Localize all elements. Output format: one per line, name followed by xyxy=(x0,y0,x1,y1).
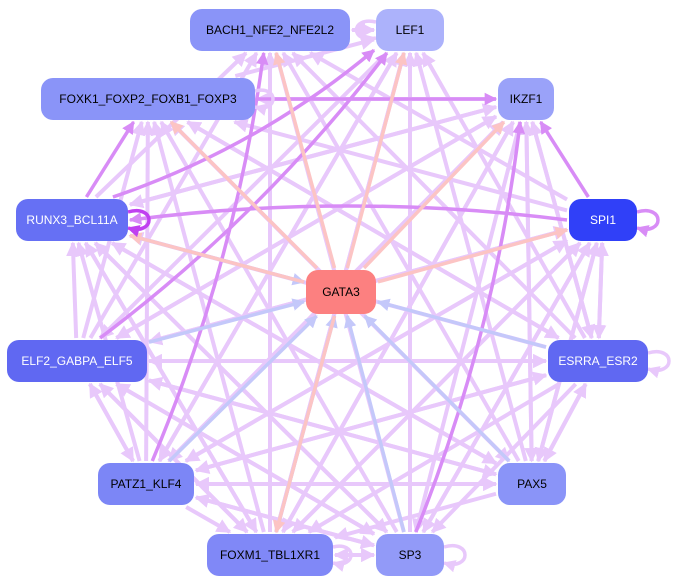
edge-elf2-gabpa-elf5-to-gata3 xyxy=(148,298,306,344)
edge-gata3-to-bach1-nfe2-nfe2l2 xyxy=(273,51,337,269)
edge-elf2-gabpa-elf5-to-patz1-klf4 xyxy=(88,383,135,463)
node-label: FOXM1_TBL1XR1 xyxy=(220,548,320,562)
node-label: PATZ1_KLF4 xyxy=(111,477,182,491)
self-loop-spi1 xyxy=(635,208,660,238)
node-label: ELF2_GABPA_ELF5 xyxy=(21,354,132,368)
node-label: GATA3 xyxy=(322,285,360,299)
edge-pax5-to-bach1-nfe2-nfe2l2 xyxy=(281,51,521,462)
edge-gata3-to-foxk1-foxp2-foxb1-foxp3 xyxy=(169,120,319,270)
edge-elf2-gabpa-elf5-to-pax5 xyxy=(148,378,498,478)
edge-gata3-to-foxm1-tbl1xr1 xyxy=(273,315,337,534)
node-label: SPI1 xyxy=(590,213,616,227)
node-label: PAX5 xyxy=(517,477,547,491)
node-box[interactable] xyxy=(548,340,648,382)
node-lef1[interactable]: LEF1 xyxy=(376,9,444,51)
edge-spi1-to-foxk1-foxp2-foxb1-foxp3 xyxy=(233,118,568,213)
edge-ikzf1-to-runx3-bcl11a xyxy=(128,105,497,209)
edge-runx3-bcl11a-to-foxk1-foxp2-foxb1-foxp3 xyxy=(84,120,136,198)
node-box[interactable] xyxy=(306,270,376,314)
node-foxm1-tbl1xr1[interactable]: FOXM1_TBL1XR1 xyxy=(207,534,333,576)
node-label: IKZF1 xyxy=(510,92,543,106)
node-label: RUNX3_BCL11A xyxy=(26,213,117,227)
edge-gata3-to-spi1 xyxy=(377,226,569,284)
node-spi1[interactable]: SPI1 xyxy=(569,199,637,241)
edge-gata3-to-runx3-bcl11a xyxy=(128,232,305,284)
edge-patz1-klf4-to-gata3 xyxy=(168,314,318,463)
node-box[interactable] xyxy=(569,199,637,241)
edge-spi1-to-patz1-klf4 xyxy=(184,239,569,463)
edge-patz1-klf4-to-esrra-esr2 xyxy=(195,371,548,473)
edge-ikzf1-to-pax5 xyxy=(524,121,539,463)
edge-foxm1-tbl1xr1-to-runx3-bcl11a xyxy=(83,241,259,534)
node-label: LEF1 xyxy=(396,23,425,37)
node-box[interactable] xyxy=(7,340,147,382)
node-label: SP3 xyxy=(399,548,422,562)
node-gata3[interactable]: GATA3 xyxy=(306,270,376,314)
node-box[interactable] xyxy=(16,199,128,241)
node-box[interactable] xyxy=(376,9,444,51)
node-box[interactable] xyxy=(190,9,350,51)
edge-ikzf1-to-foxm1-tbl1xr1 xyxy=(281,121,515,534)
node-pax5[interactable]: PAX5 xyxy=(498,463,566,505)
edge-layer xyxy=(66,19,671,573)
node-label: ESRRA_ESR2 xyxy=(558,354,638,368)
edge-gata3-to-lef1 xyxy=(345,51,408,269)
edge-sp3-to-gata3 xyxy=(344,314,406,533)
node-patz1-klf4[interactable]: PATZ1_KLF4 xyxy=(98,463,194,505)
edge-pax5-to-gata3 xyxy=(363,314,511,463)
node-runx3-bcl11a[interactable]: RUNX3_BCL11A xyxy=(16,199,128,241)
edge-spi1-to-ikzf1 xyxy=(539,120,590,198)
edge-foxk1-foxp2-foxb1-foxp3-to-esrra-esr2 xyxy=(186,120,560,340)
node-elf2-gabpa-elf5[interactable]: ELF2_GABPA_ELF5 xyxy=(7,340,147,382)
edge-elf2-gabpa-elf5-to-runx3-bcl11a xyxy=(66,241,81,339)
edge-spi1-to-esrra-esr2 xyxy=(592,242,607,340)
self-loop-runx3-bcl11a xyxy=(126,208,151,238)
edge-sp3-to-runx3-bcl11a xyxy=(93,241,389,534)
node-sp3[interactable]: SP3 xyxy=(376,534,444,576)
edge-esrra-esr2-to-gata3 xyxy=(376,298,547,349)
node-layer: BACH1_NFE2_NFE2L2 LEF1FOXK1_FOXP2_FOXB1_F… xyxy=(7,9,648,576)
edge-lef1-to-patz1-klf4 xyxy=(157,51,399,463)
node-box[interactable] xyxy=(376,534,444,576)
self-loop-sp3 xyxy=(442,543,467,573)
node-box[interactable] xyxy=(98,463,194,505)
self-loop-foxk1-foxp2-foxb1-foxp3 xyxy=(253,88,275,116)
edge-pax5-to-esrra-esr2 xyxy=(542,382,588,462)
self-loop-esrra-esr2 xyxy=(646,349,671,379)
edge-spi1-to-bach1-nfe2-nfe2l2 xyxy=(309,51,568,202)
edge-pax5-to-foxm1-tbl1xr1 xyxy=(333,491,497,541)
node-box[interactable] xyxy=(41,78,255,120)
node-esrra-esr2[interactable]: ESRRA_ESR2 xyxy=(548,340,648,382)
node-box[interactable] xyxy=(207,534,333,576)
edge-patz1-klf4-to-foxm1-tbl1xr1 xyxy=(185,505,232,534)
edge-sp3-to-foxk1-foxp2-foxb1-foxp3 xyxy=(159,120,399,533)
node-label: BACH1_NFE2_NFE2L2 xyxy=(206,23,334,37)
edge-gata3-to-ikzf1 xyxy=(362,120,506,270)
node-box[interactable] xyxy=(498,78,554,120)
node-bach1-nfe2-nfe2l2[interactable]: BACH1_NFE2_NFE2L2 xyxy=(190,9,350,51)
edge-ikzf1-to-elf2-gabpa-elf5 xyxy=(115,114,498,340)
node-box[interactable] xyxy=(498,463,566,505)
self-loop-foxm1-tbl1xr1 xyxy=(331,544,353,572)
node-ikzf1[interactable]: IKZF1 xyxy=(498,78,554,120)
node-label: FOXK1_FOXP2_FOXB1_FOXP3 xyxy=(59,92,237,106)
edge-pax5-to-runx3-bcl11a xyxy=(110,241,497,466)
self-loop-lef1 xyxy=(354,19,378,47)
node-foxk1-foxp2-foxb1-foxp3[interactable]: FOXK1_FOXP2_FOXB1_FOXP3 xyxy=(41,78,255,120)
